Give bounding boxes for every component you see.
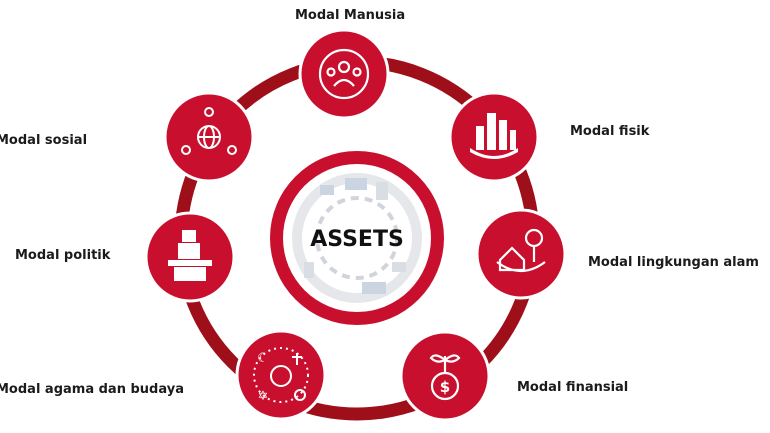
buildings-icon	[470, 113, 518, 159]
label-modal-fisik: Modal fisik	[570, 124, 650, 139]
center-title: ASSETS	[310, 227, 404, 252]
money-plant-icon	[429, 354, 461, 401]
node-modal-politik	[144, 211, 236, 303]
label-modal-agama-dan-budaya: Modal agama dan budaya	[0, 382, 184, 397]
dollar-sign-icon: $	[440, 378, 450, 396]
globe-network-icon	[181, 107, 237, 155]
node-modal-agama-dan-budaya: ☾ ✡	[235, 329, 327, 421]
religion-symbols-icon	[253, 347, 309, 403]
node-modal-sosial	[163, 91, 255, 183]
label-modal-finansial: Modal finansial	[517, 380, 629, 395]
node-modal-manusia	[298, 28, 390, 120]
label-modal-politik: Modal politik	[15, 248, 111, 263]
podium-speaker-icon	[168, 230, 212, 281]
label-modal-manusia: Modal Manusia	[295, 8, 406, 23]
house-tree-globe-icon	[496, 228, 546, 273]
node-modal-finansial: $	[399, 330, 491, 422]
star-of-david-icon: ✡	[258, 389, 269, 404]
crescent-icon: ☾	[257, 351, 269, 366]
label-modal-lingkungan-alam: Modal lingkungan alam	[588, 255, 759, 270]
label-modal-sosial: Modal sosial	[0, 133, 88, 148]
node-modal-lingkungan-alam	[475, 208, 567, 300]
node-modal-fisik	[448, 91, 540, 183]
people-target-icon	[318, 48, 370, 100]
center-hub: ASSETS	[270, 151, 444, 325]
